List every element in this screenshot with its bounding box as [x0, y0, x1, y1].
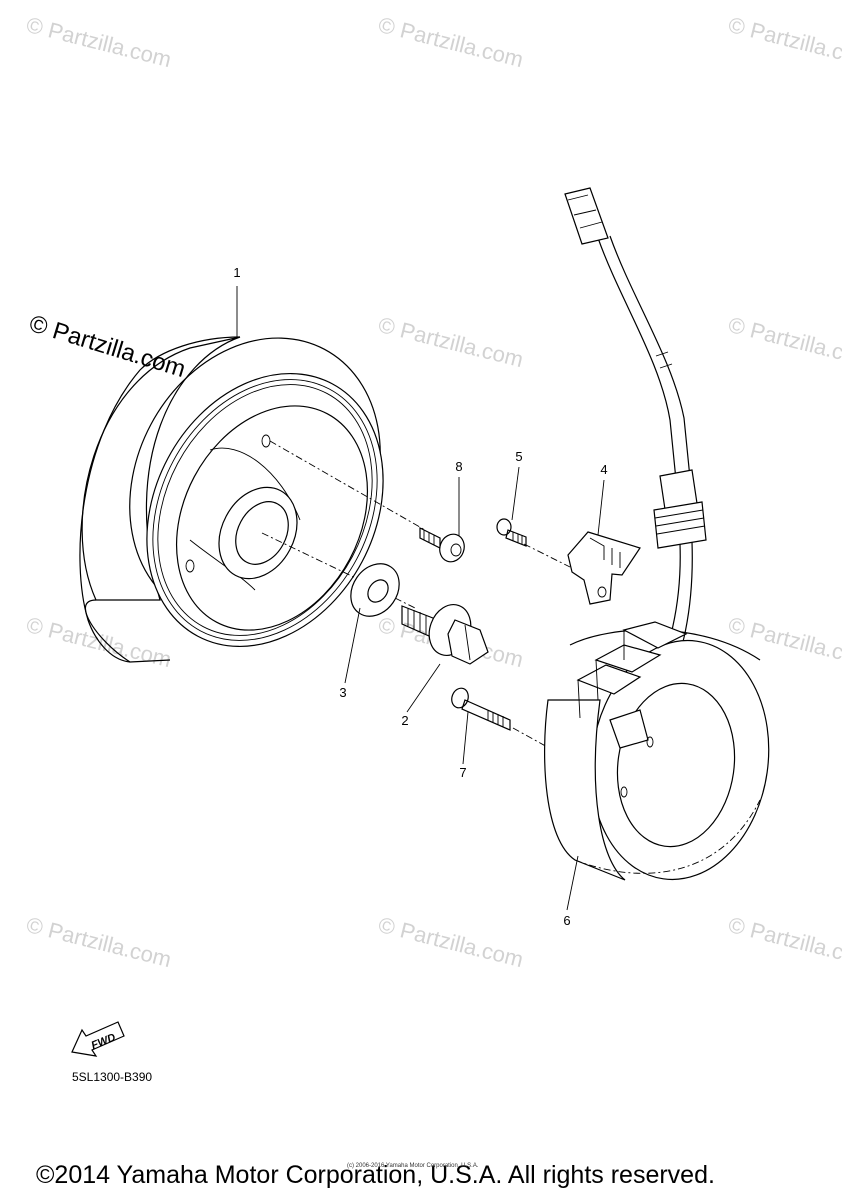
callout-7: 7	[459, 765, 467, 780]
callout-4: 4	[600, 462, 608, 477]
fwd-arrow-icon: FWD	[71, 1021, 125, 1057]
tiny-copyright: (c) 2006-2016 Yamaha Motor Corporation, …	[347, 1163, 479, 1169]
stator-part-6[interactable]	[544, 187, 784, 891]
center-line	[261, 532, 361, 581]
leader-line	[597, 479, 605, 536]
callout-6: 6	[563, 913, 571, 928]
rotor-part-1[interactable]	[79, 294, 429, 688]
leader-line	[344, 607, 361, 684]
leader-line	[406, 663, 441, 713]
callout-2: 2	[401, 713, 409, 728]
clamp-part-4[interactable]	[567, 531, 641, 605]
screw-part-5[interactable]	[496, 518, 527, 547]
center-line	[523, 543, 571, 568]
leader-line	[566, 855, 579, 911]
leader-line	[511, 466, 520, 521]
bolt-part-7[interactable]	[449, 686, 511, 731]
bolt-part-2[interactable]	[401, 599, 489, 665]
callout-1: 1	[233, 265, 241, 280]
callout-3: 3	[339, 685, 347, 700]
copyright-notice: ©2014 Yamaha Motor Corporation, U.S.A. A…	[36, 1161, 715, 1189]
callout-5: 5	[515, 449, 523, 464]
center-line	[394, 597, 416, 609]
bolt-part-8[interactable]	[419, 527, 468, 565]
leader-line	[462, 711, 469, 765]
diagram-code: 5SL1300-B390	[72, 1070, 153, 1084]
callout-8: 8	[455, 459, 463, 474]
